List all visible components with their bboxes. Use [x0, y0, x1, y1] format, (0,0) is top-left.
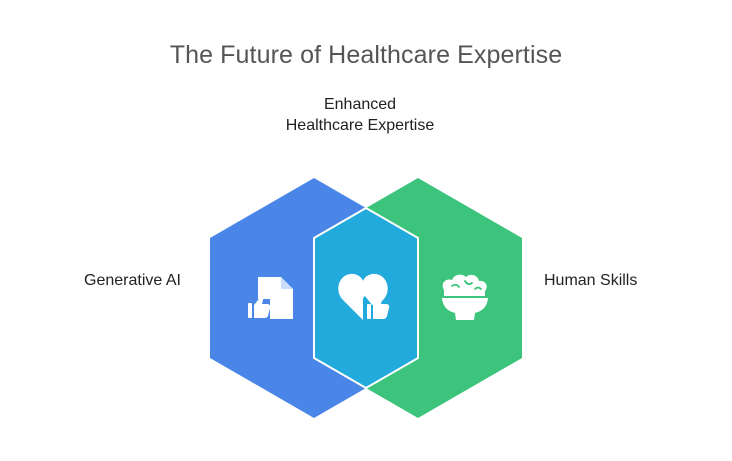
generative-ai-label: Generative AI [84, 272, 181, 289]
intersection-label-line-1: Enhanced [323, 96, 397, 113]
heart-thumbs-up-icon [338, 273, 390, 320]
intersection-label-line-2: Healthcare Expertise [285, 117, 435, 134]
brain-icon [442, 274, 488, 320]
document-thumbs-up-icon [248, 277, 293, 319]
overlap-region [313, 207, 419, 389]
intersection-label: Enhanced Healthcare Expertise [226, 94, 494, 136]
diagram-title: The Future of Healthcare Expertise [169, 41, 563, 69]
human-skills-label: Human Skills [544, 272, 638, 289]
